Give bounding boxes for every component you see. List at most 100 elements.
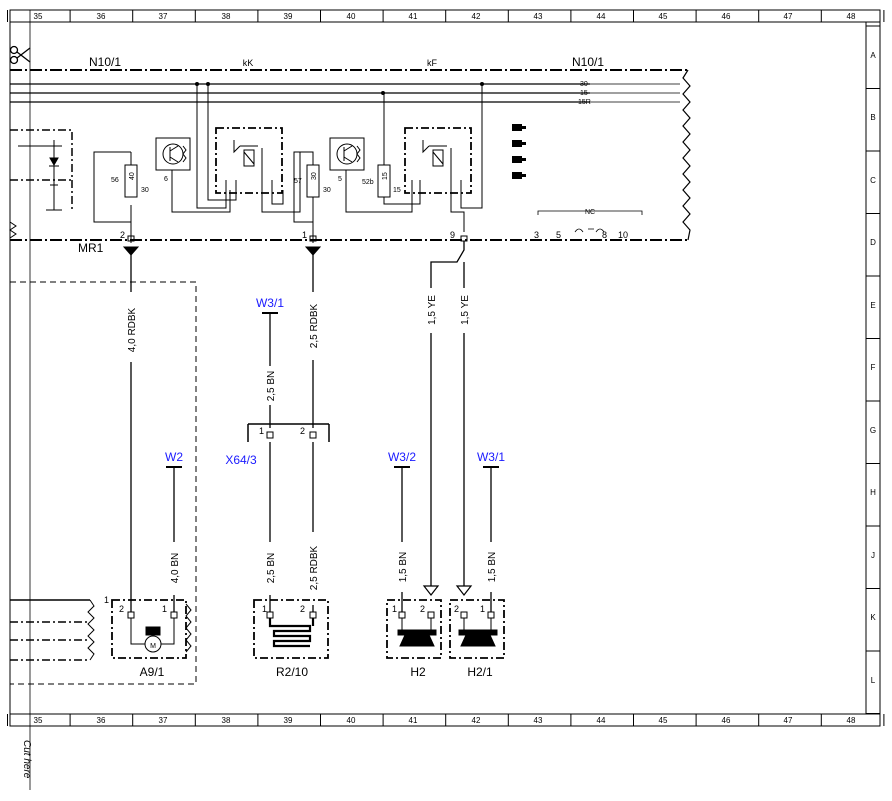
r2-pin-1: 1 <box>262 604 267 614</box>
nc-label: NC <box>585 209 595 216</box>
nc-bracket <box>537 210 643 233</box>
resistor-40 <box>93 151 138 232</box>
row-label: G <box>870 426 876 435</box>
connector-glyphs <box>512 124 526 179</box>
col-label: 42 <box>472 12 481 21</box>
pin-30-label-c: 30 <box>323 187 331 194</box>
col-label: 43 <box>534 716 543 725</box>
r2-pin-2: 2 <box>300 604 305 614</box>
conn-2-label: 2 <box>120 230 125 240</box>
col-label: 39 <box>284 12 293 21</box>
row-label: H <box>870 488 876 497</box>
fuse-15 <box>377 93 421 205</box>
col-label: 40 <box>347 716 356 725</box>
n10-break-edge <box>682 69 691 241</box>
h2-horn <box>386 599 442 659</box>
pin-40-label: 40 <box>129 172 136 180</box>
a9-pin-1: 1 <box>162 604 167 614</box>
mr1-connector-pins <box>122 222 468 256</box>
bus-30-label: 30 <box>580 81 588 88</box>
left-partial-circuit <box>10 129 73 211</box>
x64-pin-2: 2 <box>300 426 305 436</box>
mr1-label: MR1 <box>78 241 104 255</box>
grid-row-labels: A B C D E F G H J K L <box>870 51 876 685</box>
col-label: 38 <box>222 12 231 21</box>
relay-kf <box>404 127 472 194</box>
n10-label-right: N10/1 <box>572 55 604 69</box>
row-label: E <box>870 301 875 310</box>
h2-pin-2: 2 <box>420 604 425 614</box>
wire-label: 1,5 BN <box>398 552 409 583</box>
ground-ref-w31-right: W3/1 <box>477 450 505 464</box>
row-label: J <box>871 551 875 560</box>
pin-15-label-b: 15 <box>393 187 401 194</box>
pin-52b-label: 52b <box>362 179 374 186</box>
pin-56-label: 56 <box>111 177 119 184</box>
h2-label: H2 <box>410 665 426 679</box>
col-label: 48 <box>847 12 856 21</box>
col-label: 42 <box>472 716 481 725</box>
col-label: 41 <box>409 716 418 725</box>
conn-9-label: 9 <box>450 230 455 240</box>
a9-pin-2: 2 <box>119 604 124 614</box>
h21-pin-2: 2 <box>454 604 459 614</box>
h21-pin-1: 1 <box>480 604 485 614</box>
wire-label: 4,0 RDBK <box>127 307 138 352</box>
motor-m-glyph: M <box>150 643 156 650</box>
transistor-icon <box>329 137 413 213</box>
wire-label: 2,5 BN <box>266 371 277 402</box>
col-label: 39 <box>284 716 293 725</box>
r2-label: R2/10 <box>276 665 308 679</box>
col-label: 45 <box>659 716 668 725</box>
wire-label: 1,5 YE <box>460 295 471 325</box>
col-label: 44 <box>597 12 606 21</box>
a9-region-outline <box>10 281 197 685</box>
wire-label: 2,5 RDBK <box>309 303 320 348</box>
n10-module-outline <box>10 69 688 241</box>
h21-label: H2/1 <box>467 665 493 679</box>
wire-label: 1,5 YE <box>427 295 438 325</box>
n10-label-left: N10/1 <box>89 55 121 69</box>
conn-1-label: 1 <box>302 230 307 240</box>
r2-heater <box>253 599 329 659</box>
col-label: 36 <box>97 716 106 725</box>
pin-6-label: 6 <box>164 176 168 183</box>
col-label: 37 <box>159 12 168 21</box>
col-label: 35 <box>34 716 43 725</box>
grid-ticks <box>7 10 885 726</box>
resistor-30 <box>293 151 320 232</box>
relay-kf-label: kF <box>427 58 438 68</box>
a9-ext-pin-1: 1 <box>104 595 109 605</box>
ye-arrow-heads <box>422 585 473 596</box>
ground-ref-w31: W3/1 <box>256 296 284 310</box>
col-label: 38 <box>222 716 231 725</box>
conn-5-label: 5 <box>556 230 561 240</box>
relay-kk-label: kK <box>243 58 254 68</box>
row-label: C <box>870 176 876 185</box>
pin-30-label-a: 30 <box>141 187 149 194</box>
connector-x64-label: X64/3 <box>225 453 257 467</box>
pin-15-label-a: 15 <box>382 172 389 180</box>
a9-motor <box>10 599 192 661</box>
h2-pin-1: 1 <box>392 604 397 614</box>
scissors-icon <box>9 45 31 65</box>
relay-kk-wiring <box>196 84 314 213</box>
pin-57-label: 57 <box>294 178 302 185</box>
a9-label: A9/1 <box>140 665 165 679</box>
row-label: L <box>871 676 876 685</box>
ground-ref-w2: W2 <box>165 450 183 464</box>
bus-15r-label: 15R <box>578 99 591 106</box>
ground-ref-bars <box>166 312 499 468</box>
wire-label: 2,5 BN <box>266 553 277 584</box>
pin-5-label: 5 <box>338 176 342 183</box>
pin-30-label-b: 30 <box>311 172 318 180</box>
ground-ref-w32: W3/2 <box>388 450 416 464</box>
x64-pin-1: 1 <box>259 426 264 436</box>
col-label: 47 <box>784 12 793 21</box>
col-label: 48 <box>847 716 856 725</box>
wire-label: 2,5 RDBK <box>309 545 320 590</box>
relay-kf-wiring <box>450 84 483 232</box>
col-label: 44 <box>597 716 606 725</box>
h21-horn <box>449 599 505 659</box>
